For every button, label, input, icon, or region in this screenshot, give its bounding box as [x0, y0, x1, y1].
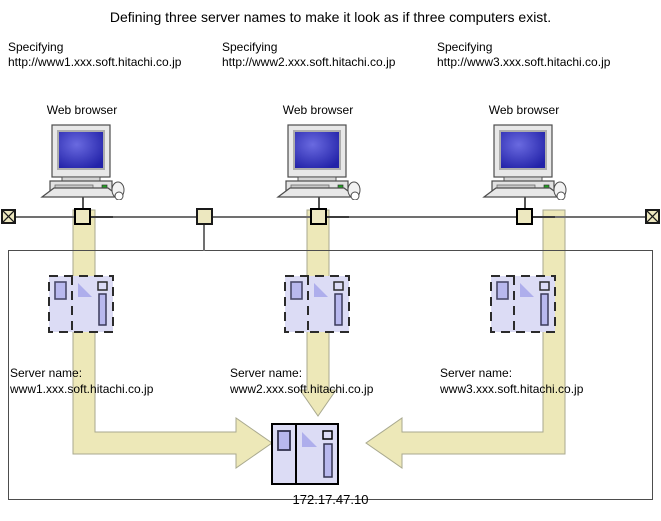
- specifying-block-1: Specifying http://www1.xxx.soft.hitachi.…: [8, 40, 181, 70]
- network-drop-line-middle: [203, 225, 205, 251]
- physical-server-ip-label: 172.17.47.10: [292, 492, 369, 507]
- virtual-server-caption-2: Server name:: [230, 366, 303, 380]
- specifying-url-3: http://www3.xxx.soft.hitachi.co.jp: [437, 55, 611, 69]
- desktop-computer-icon-1[interactable]: [40, 124, 126, 200]
- network-stub-3: [533, 216, 555, 218]
- browser-label-1: Web browser: [46, 103, 118, 117]
- desktop-computer-icon-2[interactable]: [276, 124, 362, 200]
- virtual-server-name-3: www3.xxx.soft.hitachi.co.jp: [440, 382, 584, 396]
- network-tap-3: [516, 208, 533, 225]
- physical-server-icon[interactable]: [271, 423, 339, 485]
- computer-drop-line-3: [524, 196, 526, 208]
- virtual-server-name-1: www1.xxx.soft.hitachi.co.jp: [10, 382, 154, 396]
- virtual-server-icon-1[interactable]: [48, 275, 114, 333]
- specifying-block-3: Specifying http://www3.xxx.soft.hitachi.…: [437, 40, 610, 70]
- network-terminator-right-icon: [645, 209, 660, 224]
- virtual-server-caption-1: Server name:: [10, 366, 83, 380]
- computer-drop-line-2: [318, 196, 320, 208]
- specifying-url-1: http://www1.xxx.soft.hitachi.co.jp: [8, 55, 182, 69]
- computer-drop-line-1: [82, 196, 84, 208]
- network-tap-2: [310, 208, 327, 225]
- physical-machine-boundary: [8, 250, 653, 500]
- browser-label-2: Web browser: [282, 103, 354, 117]
- specifying-label-1: Specifying: [8, 40, 64, 54]
- virtual-server-name-2: www2.xxx.soft.hitachi.co.jp: [230, 382, 374, 396]
- specifying-label-3: Specifying: [437, 40, 493, 54]
- network-tap-middle: [196, 208, 213, 225]
- specifying-block-2: Specifying http://www2.xxx.soft.hitachi.…: [222, 40, 395, 70]
- network-tap-1: [74, 208, 91, 225]
- desktop-computer-icon-3[interactable]: [482, 124, 568, 200]
- virtual-server-icon-2[interactable]: [284, 275, 350, 333]
- virtual-server-caption-3: Server name:: [440, 366, 513, 380]
- virtual-server-icon-3[interactable]: [490, 275, 556, 333]
- virtual-server-label-3: Server name: www3.xxx.soft.hitachi.co.jp: [440, 365, 583, 397]
- network-terminator-left-icon: [1, 209, 16, 224]
- virtual-server-label-2: Server name: www2.xxx.soft.hitachi.co.jp: [230, 365, 373, 397]
- network-stub-2: [327, 216, 349, 218]
- specifying-label-2: Specifying: [222, 40, 278, 54]
- virtual-server-label-1: Server name: www1.xxx.soft.hitachi.co.jp: [10, 365, 153, 397]
- specifying-url-2: http://www2.xxx.soft.hitachi.co.jp: [222, 55, 396, 69]
- network-stub-1: [91, 216, 113, 218]
- browser-label-3: Web browser: [488, 103, 560, 117]
- page-title: Defining three server names to make it l…: [109, 9, 552, 25]
